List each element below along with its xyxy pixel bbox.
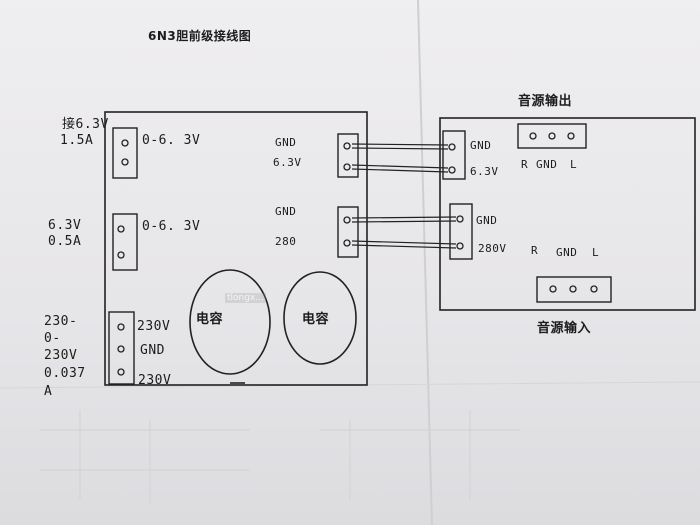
mains-pin3-label: 230V bbox=[138, 373, 172, 388]
bleed-through-marks bbox=[40, 410, 520, 505]
diagram-title: 6N3胆前级接线图 bbox=[148, 29, 252, 43]
capacitor-right-label: 电容 bbox=[302, 312, 330, 327]
audio-output-r-label: R bbox=[521, 158, 529, 171]
audio-input-gnd-label: GND bbox=[556, 246, 578, 259]
sub-board-lower-pin1 bbox=[456, 215, 464, 223]
audio-input-connector bbox=[536, 276, 612, 303]
heater2-side-label-line2: 0.5A bbox=[48, 234, 82, 249]
audio-output-title: 音源输出 bbox=[518, 94, 573, 109]
board-output-upper-v-label: 6.3V bbox=[273, 156, 302, 169]
board-output-upper-gnd-label: GND bbox=[275, 136, 297, 149]
sub-board-outline bbox=[439, 117, 696, 311]
heater1-pin1 bbox=[121, 139, 129, 147]
audio-input-pin-r bbox=[549, 285, 557, 293]
wire-heater-6v3 bbox=[351, 164, 449, 173]
watermark-text: tlongx... bbox=[225, 293, 266, 303]
audio-input-title: 音源输入 bbox=[537, 321, 592, 336]
paper-fold-line bbox=[417, 0, 433, 525]
sub-board-upper-pin2 bbox=[448, 166, 456, 174]
sub-board-lower-pin2 bbox=[456, 242, 464, 250]
capacitor-right bbox=[283, 271, 357, 365]
heater1-side-label-line1: 接6.3V bbox=[62, 117, 109, 132]
mains-side-label-line3: 230V bbox=[44, 348, 78, 363]
capacitor-left-label: 电容 bbox=[196, 312, 224, 327]
board-output-upper-connector bbox=[337, 133, 359, 178]
audio-input-l-label: L bbox=[592, 246, 600, 259]
sub-board-upper-gnd-label: GND bbox=[470, 139, 492, 152]
heater1-connector-label: 0-6. 3V bbox=[142, 133, 201, 148]
audio-output-pin-l bbox=[567, 132, 575, 140]
board-output-lower-connector bbox=[337, 206, 359, 258]
wire-heater-gnd bbox=[351, 143, 449, 150]
mains-pin2-label: GND bbox=[140, 343, 165, 358]
heater1-side-label-line2: 1.5A bbox=[60, 133, 94, 148]
sub-board-lower-gnd-label: GND bbox=[476, 214, 498, 227]
wire-hv-gnd bbox=[351, 216, 457, 223]
heater2-pin1 bbox=[117, 225, 125, 233]
heater2-connector-label: 0-6. 3V bbox=[142, 219, 201, 234]
audio-output-connector bbox=[517, 123, 587, 149]
heater2-side-label-line1: 6.3V bbox=[48, 218, 82, 233]
audio-output-pin-r bbox=[529, 132, 537, 140]
audio-input-pin-gnd bbox=[569, 285, 577, 293]
audio-input-r-label: R bbox=[531, 244, 539, 257]
mains-side-label-line1: 230- bbox=[44, 314, 78, 329]
mains-side-label-line2: 0- bbox=[44, 331, 61, 346]
mains-pin1-label: 230V bbox=[137, 319, 171, 334]
capacitor-left bbox=[189, 269, 271, 375]
mains-pin3 bbox=[117, 368, 125, 376]
heater1-connector bbox=[112, 127, 138, 179]
board-output-lower-v-label: 280 bbox=[275, 235, 297, 248]
sub-board-upper-connector bbox=[442, 130, 466, 180]
sub-board-lower-connector bbox=[449, 203, 473, 260]
heater2-connector bbox=[112, 213, 138, 271]
sub-board-lower-v-label: 280V bbox=[478, 242, 507, 255]
board-output-upper-pin1 bbox=[343, 142, 351, 150]
heater2-pin2 bbox=[117, 251, 125, 259]
mains-side-label-line5: A bbox=[44, 384, 53, 399]
mains-side-label-line4: 0.037 bbox=[44, 366, 86, 381]
main-board-outline bbox=[104, 111, 368, 386]
board-output-upper-pin2 bbox=[343, 163, 351, 171]
heater1-pin2 bbox=[121, 158, 129, 166]
audio-output-l-label: L bbox=[570, 158, 578, 171]
audio-output-pin-gnd bbox=[548, 132, 556, 140]
sub-board-upper-v-label: 6.3V bbox=[470, 165, 499, 178]
mains-pin1 bbox=[117, 323, 125, 331]
sub-board-upper-pin1 bbox=[448, 143, 456, 151]
wire-hv-280v bbox=[351, 240, 457, 249]
board-output-lower-pin2 bbox=[343, 239, 351, 247]
mains-pin2 bbox=[117, 345, 125, 353]
board-output-lower-pin1 bbox=[343, 216, 351, 224]
audio-input-pin-l bbox=[590, 285, 598, 293]
audio-output-gnd-label: GND bbox=[536, 158, 558, 171]
mains-connector bbox=[108, 311, 135, 385]
board-output-lower-gnd-label: GND bbox=[275, 205, 297, 218]
